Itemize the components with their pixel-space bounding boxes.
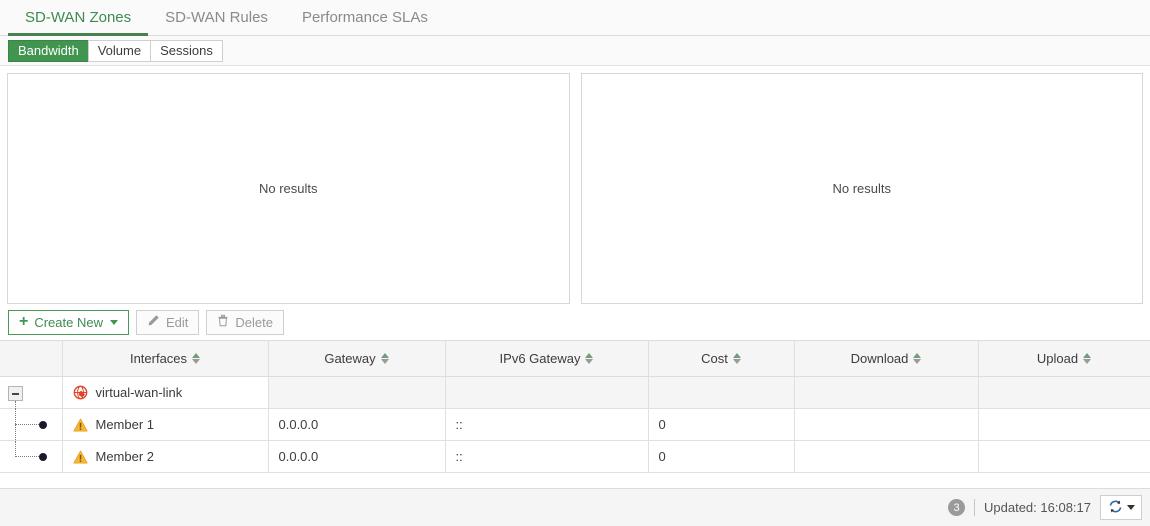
row-upload-cell bbox=[978, 440, 1150, 473]
bandwidth-chart-left-panel: No results bbox=[7, 73, 570, 304]
refresh-icon bbox=[1108, 499, 1123, 517]
sub-tab-bandwidth[interactable]: Bandwidth bbox=[8, 39, 88, 62]
row-ipv6-gateway-cell: :: bbox=[445, 408, 649, 441]
column-header-tree bbox=[0, 340, 63, 377]
column-header-label: Upload bbox=[1036, 351, 1079, 366]
status-bar: 3 Updated: 16:08:17 bbox=[0, 488, 1150, 526]
sub-tab-label: Sessions bbox=[160, 42, 213, 58]
table-row[interactable]: virtual-wan-link bbox=[0, 376, 1150, 409]
row-interface-cell: virtual-wan-link bbox=[62, 376, 269, 409]
column-header-label: Download bbox=[850, 351, 909, 366]
no-results-text: No results bbox=[832, 181, 892, 196]
no-results-text: No results bbox=[258, 181, 318, 196]
tree-branch-cell bbox=[0, 440, 63, 473]
sub-tab-volume[interactable]: Volume bbox=[87, 39, 151, 62]
bandwidth-chart-right-panel: No results bbox=[580, 73, 1143, 304]
sub-tab-label: Volume bbox=[97, 42, 142, 58]
tree-connector-line bbox=[15, 401, 16, 409]
row-upload-cell bbox=[978, 376, 1150, 409]
row-interface-name: Member 1 bbox=[95, 417, 155, 432]
tree-branch-cell bbox=[0, 408, 63, 441]
row-ipv6-gateway-cell: :: bbox=[445, 440, 649, 473]
row-download-cell bbox=[794, 376, 979, 409]
sort-icon[interactable] bbox=[192, 353, 201, 364]
row-upload-cell bbox=[978, 408, 1150, 441]
sub-tab-bar: Bandwidth Volume Sessions bbox=[0, 36, 1150, 66]
row-interface-name: Member 2 bbox=[95, 449, 155, 464]
tree-node-dot bbox=[39, 421, 47, 429]
globe-red-icon bbox=[73, 385, 88, 400]
row-interface-cell: Member 1 bbox=[62, 408, 269, 441]
edit-button[interactable]: Edit bbox=[135, 309, 200, 335]
nav-tab-sdwan-rules[interactable]: SD-WAN Rules bbox=[148, 0, 285, 35]
pencil-icon bbox=[147, 314, 160, 330]
row-ipv6-gateway-cell bbox=[445, 376, 649, 409]
trash-icon bbox=[217, 314, 229, 330]
sort-icon[interactable] bbox=[585, 353, 594, 364]
sub-tab-label: Bandwidth bbox=[18, 42, 79, 58]
tree-node-dot bbox=[39, 453, 47, 461]
column-header-label: Cost bbox=[701, 351, 728, 366]
top-navigation-bar: SD-WAN Zones SD-WAN Rules Performance SL… bbox=[0, 0, 1150, 36]
column-header-label: Interfaces bbox=[129, 351, 188, 366]
interfaces-table-container: Interfaces Gateway IPv6 Gateway bbox=[0, 340, 1150, 473]
row-cost-cell: 0 bbox=[648, 440, 795, 473]
row-download-cell bbox=[794, 440, 979, 473]
nav-tab-sdwan-zones[interactable]: SD-WAN Zones bbox=[8, 0, 149, 36]
nav-tab-performance-slas[interactable]: Performance SLAs bbox=[285, 0, 445, 35]
nav-tab-label: SD-WAN Zones bbox=[25, 9, 132, 26]
status-count-badge: 3 bbox=[948, 499, 966, 516]
tree-toggle-cell[interactable] bbox=[0, 376, 63, 409]
row-download-cell bbox=[794, 408, 979, 441]
row-interface-name: virtual-wan-link bbox=[95, 385, 183, 400]
edit-label: Edit bbox=[165, 314, 189, 330]
column-header-label: Gateway bbox=[324, 351, 376, 366]
row-cost-cell: 0 bbox=[648, 408, 795, 441]
tree-branch-line bbox=[15, 456, 41, 457]
warning-triangle-icon bbox=[72, 418, 88, 432]
column-header-ipv6-gateway[interactable]: IPv6 Gateway bbox=[445, 340, 649, 377]
chevron-down-icon bbox=[109, 319, 118, 325]
delete-button[interactable]: Delete bbox=[206, 309, 284, 335]
nav-tab-label: SD-WAN Rules bbox=[165, 9, 268, 26]
updated-timestamp: Updated: 16:08:17 bbox=[984, 500, 1091, 515]
sort-icon[interactable] bbox=[380, 353, 389, 364]
action-toolbar: + Create New Edit Delete bbox=[0, 304, 1150, 340]
create-new-label: Create New bbox=[34, 314, 103, 330]
sub-tab-group: Bandwidth Volume Sessions bbox=[8, 39, 223, 62]
chevron-down-icon bbox=[1126, 505, 1135, 510]
refresh-button[interactable] bbox=[1100, 495, 1142, 520]
collapse-icon[interactable] bbox=[8, 386, 23, 401]
column-header-interfaces[interactable]: Interfaces bbox=[62, 340, 269, 377]
status-divider bbox=[974, 499, 976, 516]
column-header-download[interactable]: Download bbox=[794, 340, 979, 377]
warning-triangle-icon bbox=[72, 450, 88, 464]
create-new-button[interactable]: + Create New bbox=[8, 309, 129, 335]
row-cost-cell bbox=[648, 376, 795, 409]
column-header-label: IPv6 Gateway bbox=[499, 351, 581, 366]
table-row[interactable]: Member 2 0.0.0.0 :: 0 bbox=[0, 440, 1150, 473]
tree-branch-line bbox=[15, 424, 41, 425]
delete-label: Delete bbox=[235, 314, 273, 330]
sort-icon[interactable] bbox=[1083, 353, 1092, 364]
column-header-upload[interactable]: Upload bbox=[978, 340, 1150, 377]
row-gateway-cell: 0.0.0.0 bbox=[268, 408, 446, 441]
sub-tab-sessions[interactable]: Sessions bbox=[150, 39, 223, 62]
sort-icon[interactable] bbox=[732, 353, 741, 364]
row-gateway-cell bbox=[268, 376, 446, 409]
row-gateway-cell: 0.0.0.0 bbox=[268, 440, 446, 473]
interfaces-table: Interfaces Gateway IPv6 Gateway bbox=[0, 340, 1150, 473]
nav-tab-label: Performance SLAs bbox=[301, 9, 428, 26]
column-header-cost[interactable]: Cost bbox=[648, 340, 795, 377]
table-header-row: Interfaces Gateway IPv6 Gateway bbox=[0, 340, 1150, 377]
table-row[interactable]: Member 1 0.0.0.0 :: 0 bbox=[0, 408, 1150, 441]
tree-connector-line bbox=[15, 441, 16, 457]
sort-icon[interactable] bbox=[913, 353, 922, 364]
widgets-area: No results No results bbox=[0, 66, 1150, 304]
column-header-gateway[interactable]: Gateway bbox=[268, 340, 446, 377]
plus-icon: + bbox=[19, 313, 29, 330]
row-interface-cell: Member 2 bbox=[62, 440, 269, 473]
